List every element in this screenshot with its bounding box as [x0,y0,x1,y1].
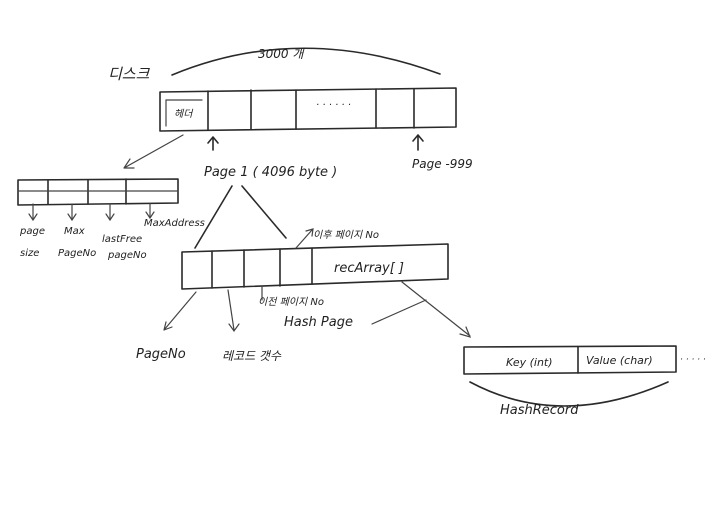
disk-header-cell: 헤더 [174,108,194,120]
hash-page-title: Hash Page [284,315,353,330]
last-free-page-no-arrow [105,203,115,222]
disk-page-strip [159,87,457,132]
page-size-arrow [28,203,38,222]
disk-count-label: 3000 개 [258,47,305,61]
record-trailing-dots: · · · · · [680,355,706,365]
page-size-line1: page [19,226,45,237]
record-count-label: 레코드 갯수 [222,349,282,363]
max-page-no-arrow [67,203,77,222]
page999-arrow [412,134,424,151]
page1-arrow [207,136,219,151]
hash-page-strip [181,243,449,290]
max-address-label: MaxAddress [144,218,205,229]
header-field-strip [17,178,179,206]
hash-record-title: HashRecord [500,403,579,418]
disk-count-arc [171,47,441,76]
next-page-arrow [295,228,314,249]
hash-page-underline [371,299,427,325]
record-count-arrow [227,289,240,333]
disk-ellipsis: · · · · · · [316,100,351,111]
last-free-page-no-line1: lastFree [102,234,142,245]
last-free-page-no-line2: pageNo [107,250,147,261]
max-page-no-line2: PageNo [58,248,96,259]
page-no-arrow [163,291,197,331]
disk-title: 디스크 [108,65,151,83]
record-key-label: Key (int) [506,356,553,369]
rec-array-to-record-arrow [401,281,472,338]
next-page-no-label: 이후 페이지 No [313,229,379,241]
page1-label: Page 1 ( 4096 byte ) [204,165,337,180]
prev-page-no-label: 이전 페이지 No [258,296,324,308]
header-detail-arrow [123,134,184,169]
page-size-line2: size [20,248,39,259]
max-address-arrow [145,203,155,220]
record-value-label: Value (char) [586,354,653,367]
hash-record-brace [469,381,669,407]
hash-record-strip [463,345,677,375]
max-page-no-line1: Max [64,226,85,237]
page1-expansion-lines [194,185,287,249]
page999-label: Page -999 [412,157,473,171]
rec-array-label: recArray[ ] [334,261,404,276]
page-no-label: PageNo [136,347,186,362]
